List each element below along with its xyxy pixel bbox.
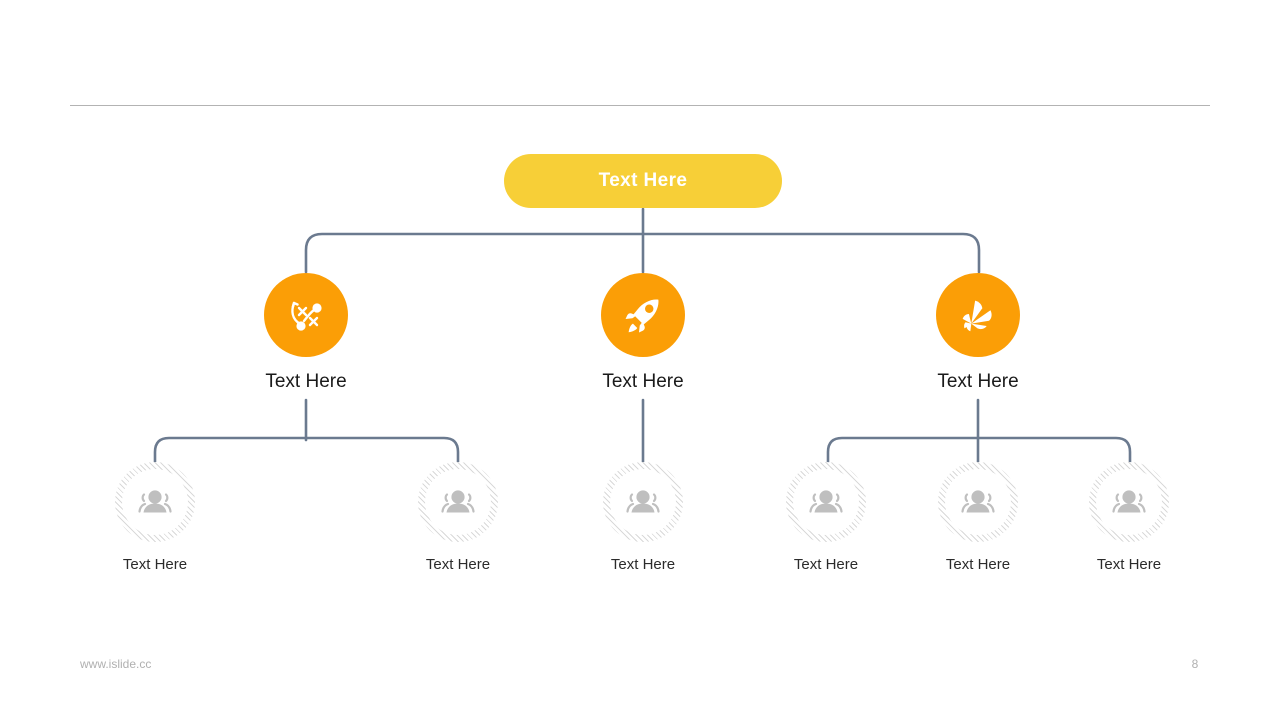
root-node-label: Text Here xyxy=(598,170,688,191)
leaf-node-3[interactable]: Text Here xyxy=(568,462,718,573)
branch-node-1-label: Text Here xyxy=(265,371,347,392)
people-icon xyxy=(1112,490,1146,513)
leaf-node-1-label: Text Here xyxy=(122,556,188,573)
people-icon xyxy=(138,490,172,513)
branch-node-2-label: Text Here xyxy=(602,371,684,392)
connector-level1-bracket xyxy=(304,232,981,274)
rocket-icon-window xyxy=(645,304,654,313)
footer-website: www.islide.cc xyxy=(80,657,152,671)
people-icon xyxy=(809,490,843,513)
people-icon xyxy=(626,490,660,513)
strategy-icon-dot-1 xyxy=(296,321,306,331)
people-icon xyxy=(961,490,995,513)
rocket-icon xyxy=(625,299,659,333)
branch-node-2-circle xyxy=(601,273,685,357)
leaf-node-2[interactable]: Text Here xyxy=(383,462,533,573)
connector-branch1-bracket xyxy=(153,436,460,464)
people-icon xyxy=(441,490,475,513)
branch-node-3-circle xyxy=(936,273,1020,357)
leaf-node-5-ring xyxy=(938,462,1018,542)
leaf-node-4-ring xyxy=(786,462,866,542)
leaf-node-6-ring xyxy=(1089,462,1169,542)
leaf-node-6-label: Text Here xyxy=(1096,556,1162,573)
strategy-icon-dot-2 xyxy=(312,303,322,313)
footer-page-number: 8 xyxy=(1191,657,1199,671)
leaf-node-4[interactable]: Text Here xyxy=(751,462,901,573)
strategy-icon xyxy=(291,301,322,331)
leaf-node-3-label: Text Here xyxy=(610,556,676,573)
leaf-node-4-label: Text Here xyxy=(793,556,859,573)
leaf-node-5[interactable]: Text Here xyxy=(903,462,1053,573)
root-node[interactable]: Text Here xyxy=(504,154,782,208)
branch-node-1[interactable]: Text Here xyxy=(226,273,386,393)
branch-node-3[interactable]: Text Here xyxy=(898,273,1058,393)
leaf-node-1[interactable]: Text Here xyxy=(80,462,230,573)
pinwheel-icon xyxy=(962,300,992,332)
leaf-node-5-label: Text Here xyxy=(945,556,1011,573)
leaf-node-6[interactable]: Text Here xyxy=(1054,462,1204,573)
leaf-node-1-ring xyxy=(115,462,195,542)
branch-node-1-circle xyxy=(264,273,348,357)
leaf-node-2-label: Text Here xyxy=(425,556,491,573)
branch-node-2[interactable]: Text Here xyxy=(563,273,723,393)
connector-branch3-bracket xyxy=(826,436,1132,464)
leaf-node-3-ring xyxy=(603,462,683,542)
leaf-node-2-ring xyxy=(418,462,498,542)
branch-node-3-label: Text Here xyxy=(937,371,1019,392)
header-divider xyxy=(70,105,1210,106)
